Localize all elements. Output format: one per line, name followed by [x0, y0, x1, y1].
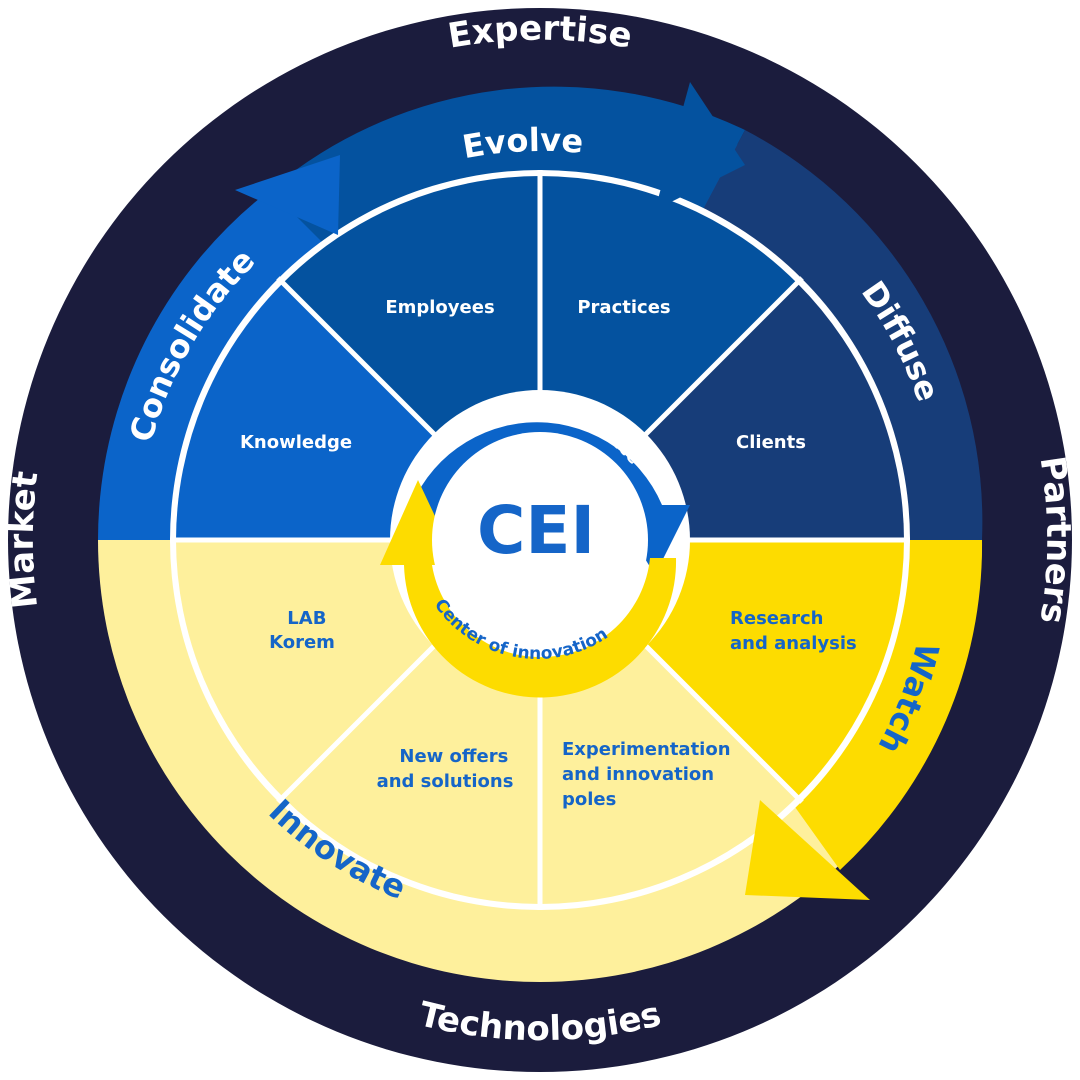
- cycle-label-evolve: Evolve: [460, 121, 585, 166]
- segment-label-practices: Practices: [577, 297, 670, 318]
- center-disc: [432, 432, 648, 648]
- evolve-arrowhead: [655, 82, 745, 210]
- segment-label-lab-korem: LAB Korem: [269, 608, 335, 653]
- outer-label-left: Market: [2, 469, 47, 610]
- segment-label-clients: Clients: [736, 432, 806, 453]
- outer-label-right: Partners: [1031, 454, 1078, 627]
- segment-label-new-offers: New offers and solutions: [377, 746, 515, 792]
- center-arrow-innovation: [380, 480, 677, 698]
- segment-label-research: Research and analysis: [730, 608, 857, 654]
- segment-label-employees: Employees: [385, 297, 494, 318]
- segment-label-experimentation: Experimentation and innovation poles: [562, 739, 737, 810]
- consolidate-arrowhead: [235, 155, 340, 235]
- watch-arrowhead: [745, 800, 870, 900]
- center-title: CEI: [477, 492, 595, 569]
- segment-label-knowledge: Knowledge: [240, 432, 352, 453]
- watch-band: [790, 540, 983, 870]
